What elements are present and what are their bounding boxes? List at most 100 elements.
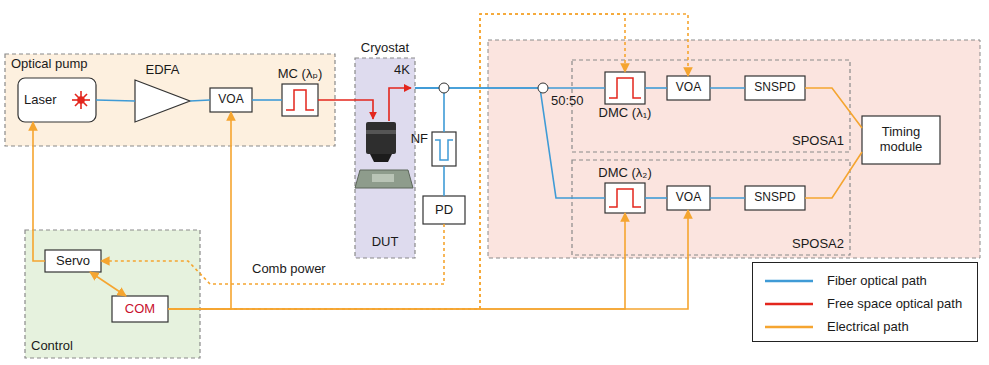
analyzer-group-outline — [572, 60, 850, 152]
optical-connector — [645, 87, 667, 89]
node-label: SPOSA1 — [792, 134, 844, 149]
node-label: PD — [423, 203, 465, 218]
optical-connector — [318, 99, 355, 101]
node-label: Cryostat — [361, 41, 409, 56]
analyzer-group-outline — [572, 160, 850, 255]
node-label: DUT — [372, 235, 399, 250]
filter-box: DMC (λ₁) — [605, 72, 645, 104]
bandpass-symbol — [609, 78, 641, 98]
optical-connector — [645, 197, 667, 199]
bandpass-symbol — [609, 189, 641, 207]
servo-box: Servo — [45, 250, 101, 272]
cryostat-box: Cryostat4KDUT — [355, 58, 415, 258]
laser-box-outline — [18, 78, 96, 122]
detector-box: SNSPD — [745, 186, 805, 210]
analyzer-group: SPOSA2 DMC (λ₂) VOA SNSPD — [572, 160, 850, 255]
electrical-connector — [168, 210, 688, 309]
node-label: VOA — [210, 93, 252, 107]
filter-box: MC (λₚ) — [282, 84, 318, 116]
detection-region — [488, 40, 980, 258]
detector-box-outline — [745, 76, 805, 100]
fiber-splitter — [538, 83, 548, 93]
electrical-connector — [805, 88, 862, 128]
node-label: DMC (λ₂) — [598, 166, 651, 181]
electrical-connector — [168, 112, 231, 309]
legend-swatch — [765, 326, 813, 329]
free-space-beam — [355, 100, 373, 119]
optical-connector — [252, 99, 282, 101]
optical-connector — [443, 166, 445, 196]
legend-swatch-frame — [763, 318, 815, 336]
node-label: SPOSA2 — [792, 237, 844, 252]
free-space-beam — [389, 88, 411, 121]
node-label: 4K — [394, 63, 410, 78]
annotation-label: Comb power — [252, 262, 326, 277]
pump-group-outline — [5, 54, 335, 146]
electrical-connector — [168, 14, 625, 309]
laser-box: Laser — [18, 78, 96, 122]
control-group-outline — [25, 230, 200, 358]
detector-box: SNSPD — [745, 76, 805, 100]
legend-swatch — [765, 280, 813, 283]
attenuator-box-outline — [667, 76, 710, 100]
photodiode-box-outline — [423, 196, 465, 224]
legend-text: Electrical path — [827, 319, 909, 334]
node-label: VOA — [667, 191, 710, 205]
node-label: EDFA — [146, 63, 180, 78]
attenuator-box: VOA — [667, 76, 710, 100]
servo-box-outline — [45, 250, 101, 272]
node-label: Servo — [45, 254, 101, 269]
optical-connector — [96, 100, 135, 101]
filter-box-outline — [605, 72, 645, 104]
node-label: SNSPD — [745, 191, 805, 205]
laser-star — [72, 91, 90, 109]
bandpass-symbol — [286, 90, 314, 110]
annotation-label: 50:50 — [551, 94, 584, 109]
cryostat-box-outline — [355, 58, 415, 258]
electrical-connector — [90, 272, 126, 296]
analyzer-group: SPOSA1 DMC (λ₁) VOA SNSPD — [572, 60, 850, 152]
node-label: Control — [31, 339, 73, 354]
com-box-outline — [112, 296, 168, 322]
node-label: Laser — [24, 93, 57, 108]
notch-filter-box: NF — [432, 132, 456, 166]
electrical-connector — [805, 152, 862, 198]
legend-swatch — [765, 303, 813, 306]
attenuator-box-outline — [210, 88, 252, 112]
photodiode-box: PD — [423, 196, 465, 224]
legend-entry: Free space optical path — [763, 295, 973, 313]
fiber-tap — [439, 83, 449, 93]
amplifier-triangle: EDFA — [135, 80, 190, 122]
com-box: COM — [112, 296, 168, 322]
legend-box: Fiber optical pathFree space optical pat… — [752, 262, 978, 342]
detector-box-outline — [745, 186, 805, 210]
filter-box-outline — [605, 183, 645, 213]
notch-symbol — [435, 140, 453, 160]
node-label: Optical pump — [11, 57, 88, 72]
node-label: SNSPD — [745, 81, 805, 95]
control-group: Control ServoCOM — [25, 230, 200, 358]
legend-entry: Fiber optical path — [763, 272, 973, 290]
amplifier-outline — [135, 80, 190, 122]
legend-entry: Electrical path — [763, 318, 973, 336]
filter-box: DMC (λ₂) — [605, 183, 645, 213]
optical-connector — [190, 100, 210, 101]
electrical-connector — [168, 14, 688, 309]
optical-connector — [710, 87, 745, 89]
optical-connector — [415, 88, 605, 198]
filter-box-outline — [282, 84, 318, 116]
timing-box: Timing module — [862, 116, 940, 164]
legend-text: Free space optical path — [827, 296, 962, 311]
objective-lens — [366, 122, 396, 162]
pump-group: Optical pumpLaser EDFA VOA MC (λₚ) — [5, 54, 335, 146]
electrical-connector — [168, 213, 625, 309]
node-label: NF — [411, 132, 428, 147]
optical-connector — [710, 197, 745, 199]
legend-swatch-frame — [763, 272, 815, 290]
node-label: COM — [112, 302, 168, 317]
optical-connector — [415, 88, 444, 132]
node-label: MC (λₚ) — [278, 67, 323, 82]
legend-swatch-frame — [763, 295, 815, 313]
attenuator-box-outline — [667, 186, 710, 210]
electrical-connector — [33, 122, 45, 261]
